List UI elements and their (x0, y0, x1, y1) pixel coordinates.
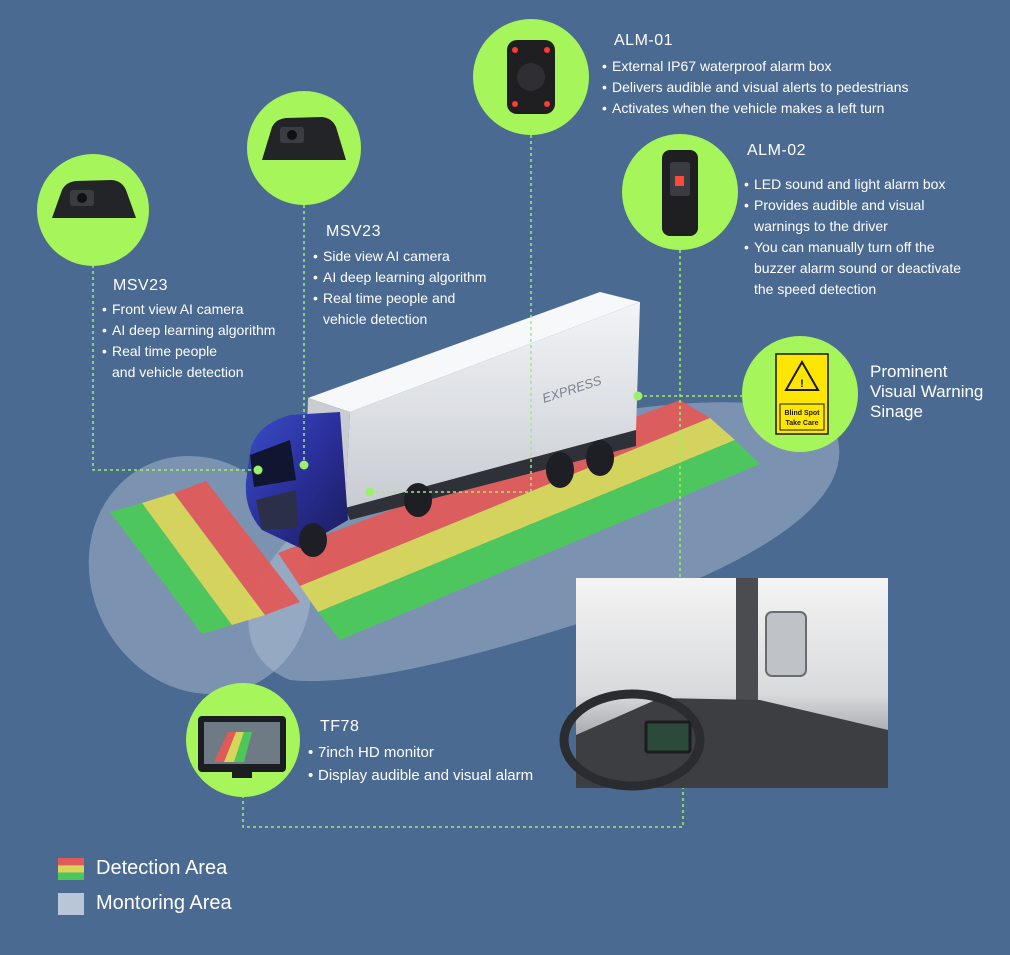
cab-wheel-rear (404, 483, 432, 517)
msv23-front-title: MSV23 (113, 277, 168, 294)
msv23-side-bullet-1: Side view AI camera (313, 246, 486, 267)
alm01-bullet-3: Activates when the vehicle makes a left … (602, 98, 909, 119)
alm02-bullet-3: You can manually turn off the (744, 237, 961, 258)
trailer-top (308, 292, 640, 412)
cabin-monitor (644, 720, 692, 754)
badge-alm01 (473, 19, 589, 135)
dot-signage (633, 391, 643, 401)
sign-text-1: Blind Spot (785, 410, 821, 417)
alm01-bullets: External IP67 waterproof alarm box Deliv… (602, 56, 909, 119)
trailer-side (345, 302, 640, 508)
connector-msv23-front (92, 265, 258, 471)
msv23-side-bullet-3-cont: vehicle detection (323, 311, 428, 327)
alm02-bullet-3-cont-2: the speed detection (754, 281, 877, 297)
badge-msv23-side (247, 91, 361, 205)
signage-line-3: Sinage (870, 402, 923, 421)
cabin-steering-wheel (559, 689, 705, 791)
connector-alm01 (370, 135, 532, 493)
alm02-bullet-2-cont: warnings to the driver (754, 218, 888, 234)
front-zone-red (174, 481, 300, 615)
tf78-bullet-1: 7inch HD monitor (308, 741, 533, 764)
msv23-front-bullet-3-cont: and vehicle detection (112, 364, 244, 380)
badge-signage: ! Blind Spot Take Care (742, 336, 858, 452)
msv23-front-bullet-3: Real time people (102, 341, 275, 362)
alm01-title: ALM-01 (614, 32, 674, 49)
tf78-bullet-2: Display audible and visual alarm (308, 764, 533, 787)
msv23-front-bullet-1: Front view AI camera (102, 299, 275, 320)
alm02-bullet-2: Provides audible and visual (744, 195, 961, 216)
cabin-mirror (765, 611, 807, 677)
alm01-bullet-1: External IP67 waterproof alarm box (602, 56, 909, 77)
svg-text:!: ! (800, 378, 804, 390)
trailer-wheel-2 (586, 440, 614, 476)
detection-swatch (58, 857, 84, 880)
msv23-front-bullet-2: AI deep learning algorithm (102, 320, 275, 341)
sign-text-2: Take Care (786, 420, 819, 427)
detection-label: Detection Area (96, 857, 228, 879)
side-zone-green (318, 440, 760, 640)
msv23-front-bullets: Front view AI camera AI deep learning al… (102, 299, 275, 383)
side-zone-yellow (300, 418, 735, 612)
monitoring-label: Montoring Area (96, 892, 232, 914)
msv23-side-title: MSV23 (326, 223, 381, 240)
signage-line-1: Prominent (870, 362, 948, 381)
detection-area-front (110, 481, 300, 634)
dot-msv23-side (299, 460, 309, 470)
truck: EXPRESS (245, 292, 640, 557)
alm02-bullet-1: LED sound and light alarm box (744, 174, 961, 195)
cabin-interior-photo (559, 578, 888, 791)
cabin-a-pillar (736, 578, 758, 708)
msv23-side-bullet-2: AI deep learning algorithm (313, 267, 486, 288)
cab-windshield (250, 440, 296, 487)
legend-detection: Detection Area (58, 857, 227, 880)
signage-line-2: Visual Warning (870, 382, 984, 401)
signage-caption: Prominent Visual Warning Sinage (870, 362, 983, 422)
badge-tf78 (186, 683, 300, 797)
front-zone-green (110, 503, 232, 634)
cab-grille (256, 490, 298, 530)
badge-alm02 (622, 134, 738, 250)
badge-msv23-front (37, 154, 149, 266)
cab-wheel-front (299, 523, 327, 557)
alm01-bullet-2: Delivers audible and visual alerts to pe… (602, 77, 909, 98)
dot-msv23-front (253, 465, 263, 475)
msv23-side-bullets: Side view AI camera AI deep learning alg… (313, 246, 486, 330)
monitoring-swatch (58, 892, 84, 915)
msv23-side-bullet-3: Real time people and (313, 288, 486, 309)
tf78-title: TF78 (320, 718, 360, 735)
front-zone-yellow (142, 493, 265, 625)
alm02-bullets: LED sound and light alarm box Provides a… (744, 174, 961, 300)
trailer-wheel-1 (546, 452, 574, 488)
alm02-title: ALM-02 (747, 142, 807, 159)
dot-alm01 (365, 487, 375, 497)
tf78-bullets: 7inch HD monitor Display audible and vis… (308, 741, 533, 787)
legend-monitoring: Montoring Area (58, 892, 232, 915)
alm02-bullet-3-cont: buzzer alarm sound or deactivate (754, 260, 961, 276)
